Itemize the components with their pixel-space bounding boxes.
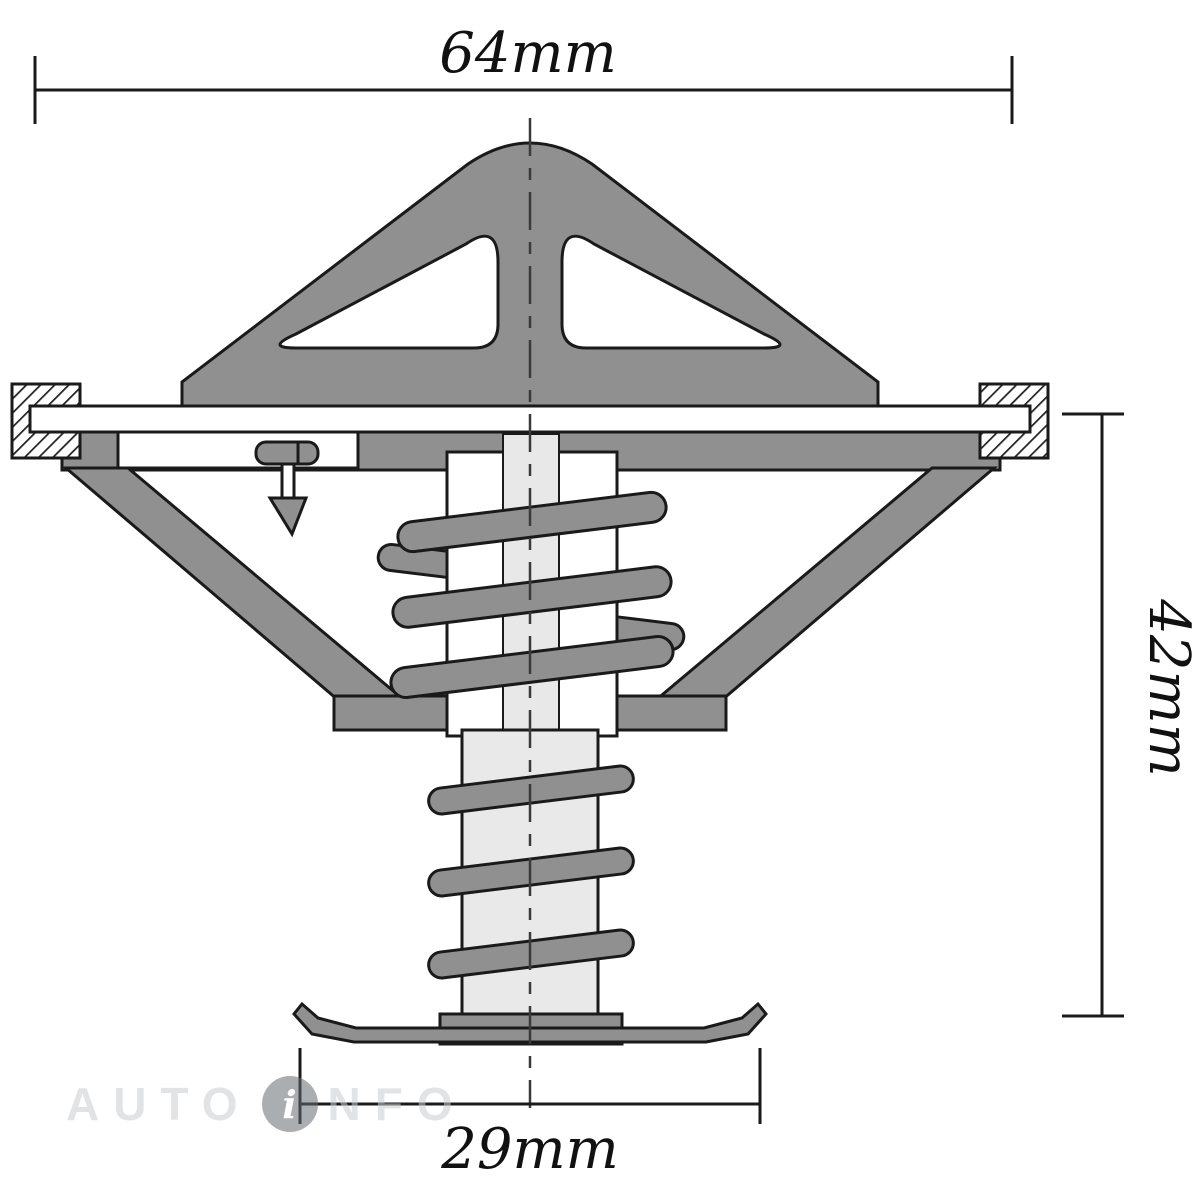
dimension-right-height: 42mm bbox=[1062, 412, 1200, 1018]
dimension-label-top: 64mm bbox=[439, 21, 616, 86]
jiggle-valve-cone bbox=[267, 496, 309, 538]
jiggle-valve-stem bbox=[280, 462, 296, 500]
dimension-label-bottom: 29mm bbox=[440, 1117, 618, 1182]
watermark-text-suffix: NFO bbox=[327, 1078, 467, 1130]
flange-interior-pocket bbox=[116, 428, 360, 470]
jiggle-valve bbox=[254, 440, 320, 538]
main-spring bbox=[389, 490, 675, 699]
body-wall-right bbox=[651, 466, 999, 702]
jiggle-valve-body bbox=[254, 440, 320, 466]
base-plate bbox=[292, 1001, 768, 1044]
dimension-bottom-width: 29mm bbox=[298, 1048, 762, 1182]
watermark: AUTO i NFO bbox=[66, 1076, 467, 1132]
body-wall-left bbox=[61, 466, 409, 702]
bridge-cutout-left bbox=[278, 234, 500, 350]
thermostat-body bbox=[61, 466, 999, 732]
dimension-label-right: 42mm bbox=[1136, 598, 1200, 776]
watermark-text-prefix: AUTO bbox=[66, 1078, 252, 1130]
watermark-i-logo-icon: i bbox=[261, 1076, 318, 1132]
bridge-cutout-right bbox=[560, 234, 782, 350]
dimension-top-width: 64mm bbox=[33, 21, 1014, 124]
